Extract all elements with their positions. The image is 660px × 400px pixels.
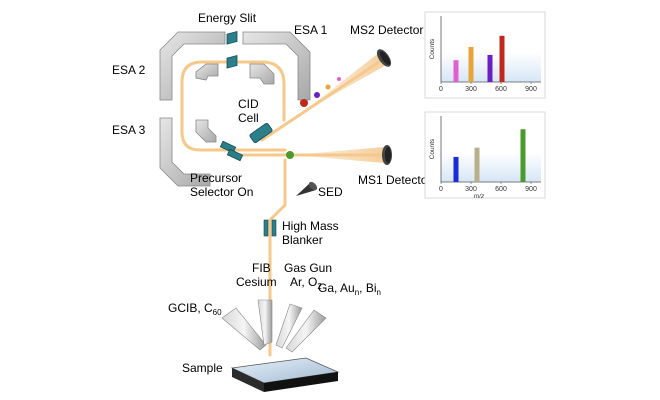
bar-0 (453, 60, 459, 82)
x-tick-label: 900 (525, 186, 537, 193)
fib-gun (257, 299, 273, 346)
label-ms2-detector: MS2 Detector (350, 23, 423, 37)
esa3-outer (159, 117, 211, 187)
ms2-spectrum-chart: 0 300 600 900 Counts (424, 11, 546, 99)
primary-column-beam (268, 158, 287, 357)
esa2-outer (159, 31, 226, 101)
label-cid-2: Cell (238, 111, 259, 125)
precursor-selector (219, 140, 244, 162)
bar-2 (487, 54, 493, 82)
label-esa1: ESA 1 (294, 23, 328, 37)
esa-loop-beam (180, 60, 287, 152)
ms2-detector (376, 49, 392, 67)
bar-2 (520, 129, 526, 182)
esa1-inner (249, 63, 275, 85)
label-energy-slit: Energy Slit (198, 11, 257, 25)
label-esa3: ESA 3 (112, 123, 146, 137)
bar-1 (468, 47, 474, 82)
ms1-spectrum-chart: 0 300 600 900 Counts m/z (424, 111, 546, 200)
sample-stage (230, 357, 340, 392)
esa2-inner (195, 63, 219, 81)
x-tick-label: 600 (495, 186, 507, 193)
label-sample: Sample (182, 361, 223, 375)
label-precursor-2: Selector On (190, 185, 253, 199)
x-tick-label: 900 (525, 86, 537, 93)
esa-electrodes (159, 31, 311, 187)
ion-orange (325, 84, 331, 90)
label-ar-o2: Ar, O2 (290, 275, 322, 291)
label-fib: FIB (252, 261, 271, 275)
y-axis-label: Counts (429, 138, 436, 159)
bar-0 (453, 156, 459, 182)
ion-pink (337, 77, 341, 81)
x-tick-label: 0 (439, 186, 443, 193)
ion-red (300, 99, 308, 107)
label-gas-gun: Gas Gun (284, 261, 332, 275)
label-cid-1: CID (238, 97, 259, 111)
ms1-detector (382, 145, 392, 165)
x-tick-label: 300 (465, 86, 477, 93)
label-hmb-2: Blanker (282, 233, 323, 247)
label-ga-au-bi: Ga, Aun, Bin (318, 281, 381, 297)
energy-slit (226, 30, 238, 69)
gas-gun (275, 303, 303, 349)
x-tick-label: 600 (495, 86, 507, 93)
label-gcib: GCIB, C60 (168, 301, 222, 317)
label-sed: SED (318, 185, 343, 199)
ms1-cone (290, 147, 385, 163)
ion-green (286, 151, 294, 159)
label-precursor-1: Precursor (190, 171, 242, 185)
ion-purple (314, 92, 320, 98)
y-axis-label: Counts (429, 38, 436, 59)
cid-cell (249, 122, 273, 144)
label-cesium: Cesium (236, 275, 277, 289)
x-axis-label: m/z (474, 193, 485, 200)
bar-3 (499, 35, 505, 82)
gcib-gun (221, 307, 267, 351)
label-ms1-detector: MS1 Detector (358, 173, 431, 187)
bar-1 (474, 147, 480, 182)
x-tick-label: 0 (439, 86, 443, 93)
label-esa2: ESA 2 (112, 63, 146, 77)
high-mass-blanker (263, 219, 277, 237)
esa3-inner (195, 119, 217, 143)
ion-guns (221, 299, 327, 353)
sed-detector (296, 181, 318, 196)
ms2-cone (300, 52, 388, 114)
ga-gun (285, 309, 327, 353)
esa1-outer (242, 31, 311, 101)
x-tick-label: 300 (465, 186, 477, 193)
label-hmb-1: High Mass (282, 219, 339, 233)
